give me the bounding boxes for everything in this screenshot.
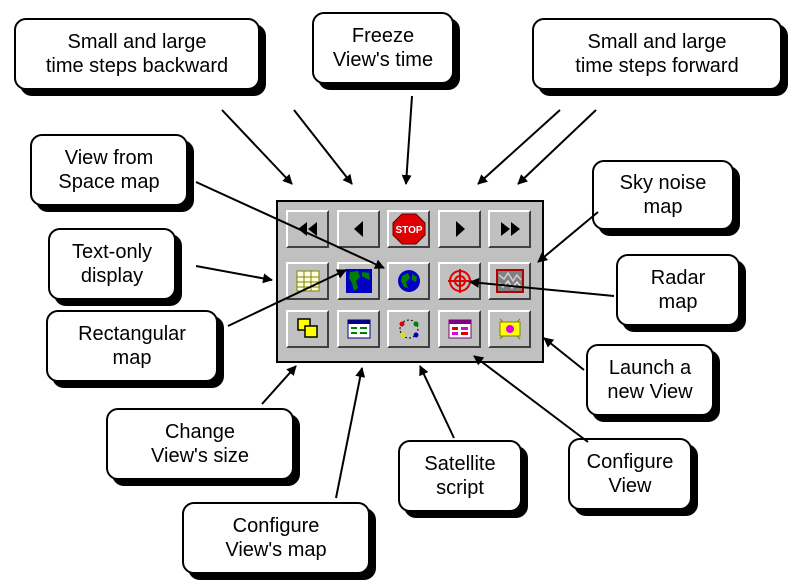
text-grid-icon	[296, 270, 319, 292]
toolbar-panel: STOP	[276, 200, 544, 363]
arrow-config-map	[335, 367, 366, 499]
arrow-step-back	[293, 109, 353, 185]
callout-config-view: Configure View	[568, 438, 692, 510]
arrow-launch	[543, 337, 585, 371]
callout-text-only: Text-only display	[48, 228, 176, 300]
stop-label: STOP	[395, 225, 422, 236]
callout-space-map: View from Space map	[30, 134, 188, 206]
step-back-button[interactable]	[337, 210, 380, 248]
launch-view-icon	[499, 318, 520, 340]
callout-freeze: Freeze View's time	[312, 12, 454, 84]
callout-change-size: Change View's size	[106, 408, 294, 480]
configure-map-button[interactable]	[337, 310, 380, 348]
callout-rect-map: Rectangular map	[46, 310, 218, 382]
callout-radar-map: Radar map	[616, 254, 740, 326]
arrow-freeze	[401, 95, 413, 185]
step-forward-icon	[455, 221, 465, 237]
change-size-button[interactable]	[286, 310, 329, 348]
callout-sat-script: Satellite script	[398, 440, 522, 512]
launch-view-button[interactable]	[488, 310, 531, 348]
sky-noise-button[interactable]	[488, 262, 531, 300]
step-back-icon	[353, 221, 363, 237]
arrow-sky-noise	[537, 211, 599, 263]
configure-view-icon	[448, 319, 471, 339]
configure-map-icon	[347, 319, 370, 339]
rewind-large-icon	[297, 222, 317, 236]
space-map-button[interactable]	[387, 262, 430, 300]
satellite-script-button[interactable]	[387, 310, 430, 348]
sky-noise-icon	[495, 269, 524, 293]
callout-config-map: Configure View's map	[182, 502, 370, 574]
radar-crosshair-icon	[447, 269, 472, 293]
arrow-fast-forward	[517, 109, 597, 185]
rectangular-map-icon	[345, 269, 372, 293]
text-only-button[interactable]	[286, 262, 329, 300]
rectangular-map-button[interactable]	[337, 262, 380, 300]
configure-view-button[interactable]	[438, 310, 481, 348]
step-forward-button[interactable]	[438, 210, 481, 248]
callout-sky-noise: Sky noise map	[592, 160, 734, 230]
globe-icon	[397, 270, 420, 292]
arrow-rewind	[221, 109, 293, 185]
fast-forward-icon	[500, 222, 520, 236]
callout-time-forward: Small and large time steps forward	[532, 18, 782, 90]
freeze-time-button[interactable]: STOP	[387, 210, 430, 248]
rewind-large-button[interactable]	[286, 210, 329, 248]
fast-forward-button[interactable]	[488, 210, 531, 248]
stop-sign-icon: STOP	[392, 213, 425, 245]
callout-launch-view: Launch a new View	[586, 344, 714, 416]
arrow-sat-script	[419, 365, 455, 439]
radar-map-button[interactable]	[438, 262, 481, 300]
arrow-config-view	[473, 355, 589, 443]
callout-time-back: Small and large time steps backward	[14, 18, 260, 90]
arrow-change-size	[261, 365, 297, 405]
arrow-step-forward	[477, 109, 561, 185]
satellite-script-icon	[399, 319, 418, 339]
resize-windows-icon	[296, 318, 318, 338]
arrow-text-only	[195, 265, 273, 284]
